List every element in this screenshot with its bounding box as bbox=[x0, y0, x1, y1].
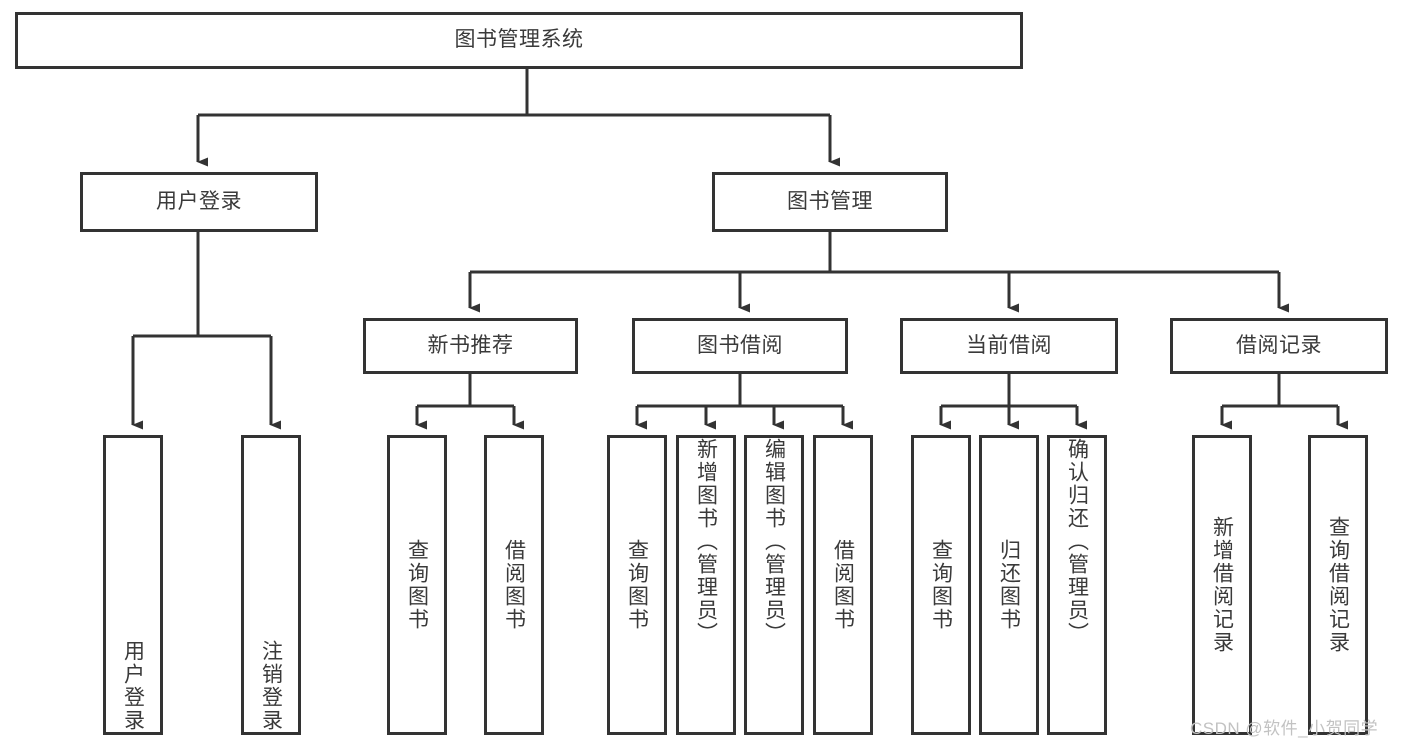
node-leaf-user-login[interactable]: 用户登录 bbox=[103, 435, 163, 735]
node-current-borrow-label: 当前借阅 bbox=[966, 333, 1052, 357]
node-new-book-recommend-label: 新书推荐 bbox=[427, 333, 514, 357]
node-new-book-recommend[interactable]: 新书推荐 bbox=[363, 318, 578, 374]
node-leaf-add-borrow-record[interactable]: 新增借阅记录 bbox=[1192, 435, 1252, 735]
node-leaf-return-book-label: 归还图书 bbox=[997, 539, 1021, 631]
node-book-borrow[interactable]: 图书借阅 bbox=[632, 318, 848, 374]
node-leaf-return-book[interactable]: 归还图书 bbox=[979, 435, 1039, 735]
node-leaf-user-login-label: 用户登录 bbox=[121, 640, 145, 732]
node-leaf-logout[interactable]: 注销登录 bbox=[241, 435, 301, 735]
node-book-manage-label: 图书管理 bbox=[787, 189, 873, 213]
node-leaf-add-book-admin-label: 新增图书（管理员） bbox=[694, 438, 718, 645]
node-leaf-logout-label: 注销登录 bbox=[259, 640, 283, 732]
node-leaf-newbook-borrow[interactable]: 借阅图书 bbox=[484, 435, 544, 735]
node-leaf-newbook-query[interactable]: 查询图书 bbox=[387, 435, 447, 735]
node-leaf-add-book-admin[interactable]: 新增图书（管理员） bbox=[676, 435, 736, 735]
node-leaf-borrow-query-label: 查询图书 bbox=[625, 539, 649, 631]
node-borrow-record[interactable]: 借阅记录 bbox=[1170, 318, 1388, 374]
node-user-login-label: 用户登录 bbox=[156, 189, 242, 213]
node-leaf-borrow-book[interactable]: 借阅图书 bbox=[813, 435, 873, 735]
node-leaf-current-query-label: 查询图书 bbox=[929, 539, 953, 631]
node-book-manage[interactable]: 图书管理 bbox=[712, 172, 948, 232]
node-leaf-borrow-book-label: 借阅图书 bbox=[831, 539, 855, 631]
node-leaf-query-borrow-record[interactable]: 查询借阅记录 bbox=[1308, 435, 1368, 735]
node-leaf-confirm-return-admin-label: 确认归还（管理员） bbox=[1065, 438, 1089, 645]
node-leaf-confirm-return-admin[interactable]: 确认归还（管理员） bbox=[1047, 435, 1107, 735]
node-leaf-newbook-query-label: 查询图书 bbox=[405, 539, 429, 631]
node-borrow-record-label: 借阅记录 bbox=[1236, 333, 1322, 357]
node-root[interactable]: 图书管理系统 bbox=[15, 12, 1023, 69]
node-current-borrow[interactable]: 当前借阅 bbox=[900, 318, 1118, 374]
node-leaf-add-borrow-record-label: 新增借阅记录 bbox=[1210, 516, 1234, 654]
node-user-login[interactable]: 用户登录 bbox=[80, 172, 318, 232]
node-leaf-borrow-query[interactable]: 查询图书 bbox=[607, 435, 667, 735]
csdn-watermark: CSDN @软件_小贺同学 bbox=[1190, 719, 1379, 738]
node-root-label: 图书管理系统 bbox=[454, 28, 584, 52]
node-leaf-edit-book-admin-label: 编辑图书（管理员） bbox=[762, 438, 786, 645]
node-book-borrow-label: 图书借阅 bbox=[697, 333, 783, 357]
node-leaf-current-query[interactable]: 查询图书 bbox=[911, 435, 971, 735]
node-leaf-newbook-borrow-label: 借阅图书 bbox=[502, 539, 526, 631]
node-leaf-edit-book-admin[interactable]: 编辑图书（管理员） bbox=[744, 435, 804, 735]
node-leaf-query-borrow-record-label: 查询借阅记录 bbox=[1326, 516, 1350, 654]
